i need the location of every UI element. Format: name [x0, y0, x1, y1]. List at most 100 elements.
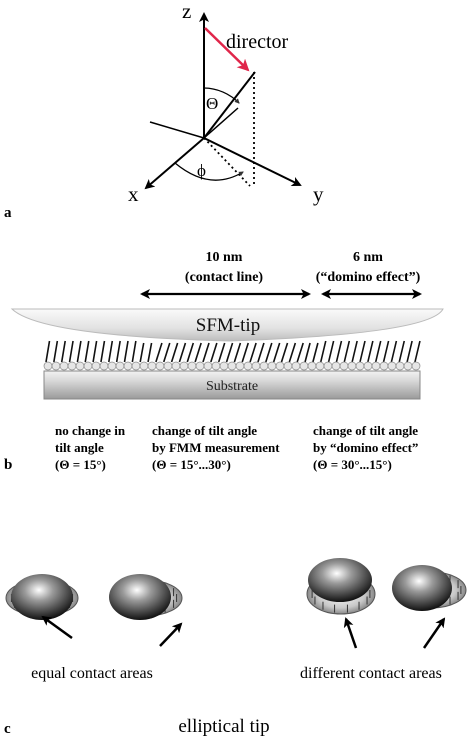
- molecule-stroke: [233, 342, 242, 363]
- substrate-bead: [99, 361, 109, 371]
- panel-a-label: a: [4, 205, 12, 221]
- molecule-stroke: [155, 342, 163, 363]
- substrate-bead: [275, 361, 285, 371]
- molecule-stroke: [60, 340, 66, 363]
- substrate-bead: [323, 361, 333, 371]
- molecule-stroke: [241, 342, 250, 363]
- substrate-bead: [107, 361, 117, 371]
- substrate-bead: [395, 361, 405, 371]
- molecule-stroke: [398, 340, 406, 363]
- molecule-stroke: [382, 340, 390, 363]
- molecule-stroke: [108, 340, 114, 363]
- substrate-bead: [299, 361, 309, 371]
- molecule-stroke: [68, 340, 74, 363]
- note-1-line-1: no change in: [55, 423, 126, 438]
- molecule-stroke: [225, 342, 234, 363]
- substrate-bead: [331, 361, 341, 371]
- substrate-bead: [163, 361, 173, 371]
- note-3-line-2: by “domino effect”: [313, 440, 418, 455]
- molecule-stroke: [53, 340, 59, 363]
- substrate-bead: [291, 361, 301, 371]
- note-2-line-3: (Θ = 15°...30°): [152, 457, 231, 472]
- projection-horizontal: [203, 137, 251, 187]
- substrate-block: [43, 370, 421, 400]
- tip-sphere-3: [308, 558, 372, 602]
- substrate-bead: [59, 361, 69, 371]
- director-vector: [203, 71, 256, 139]
- pointer-arrow-right-2: [422, 617, 446, 649]
- molecule-stroke: [45, 340, 51, 363]
- substrate-bead: [171, 361, 181, 371]
- molecule-stroke: [202, 342, 210, 363]
- molecule-stroke: [139, 342, 145, 363]
- panel-c-label: c: [4, 721, 11, 737]
- molecule-stroke: [217, 342, 226, 363]
- note-1-line-2: tilt angle: [55, 440, 104, 455]
- substrate-bead: [235, 361, 245, 371]
- molecule-stroke: [367, 340, 374, 363]
- molecule-stroke: [296, 342, 304, 363]
- molecule-stroke: [186, 342, 195, 363]
- phi-symbol: ϕ: [197, 161, 206, 180]
- note-2-line-2: by FMM measurement: [152, 440, 280, 455]
- panel-a-coordinate-diagram: [144, 12, 302, 190]
- substrate-bead: [243, 361, 253, 371]
- substrate-bead: [43, 361, 53, 371]
- y-axis-negative: [149, 121, 205, 139]
- pointer-arrow-right-1: [343, 617, 358, 649]
- substrate-bead: [139, 361, 149, 371]
- molecule-stroke: [123, 340, 129, 363]
- different-contact-tip-1: [306, 558, 376, 615]
- molecule-stroke: [304, 342, 311, 363]
- tilted-molecule-layer: [45, 340, 421, 363]
- note-fmm-measurement: change of tilt angle by FMM measurement …: [152, 423, 280, 472]
- note-2-line-1: change of tilt angle: [152, 423, 257, 438]
- molecule-stroke: [359, 340, 366, 363]
- bottom-caption: elliptical tip: [178, 716, 269, 737]
- dim-left-caption: (contact line): [185, 270, 263, 285]
- molecule-stroke: [210, 342, 218, 363]
- molecule-stroke: [76, 340, 82, 363]
- dim-left-value: 10 nm: [206, 250, 243, 265]
- substrate-bead: [75, 361, 85, 371]
- substrate-bead: [115, 361, 125, 371]
- molecule-stroke: [374, 340, 382, 363]
- x-axis-negative: [203, 107, 239, 139]
- molecule-stroke: [414, 340, 421, 363]
- equal-contact-tip-1: [5, 574, 79, 620]
- molecule-stroke: [115, 340, 121, 363]
- dim-right-caption: (“domino effect”): [316, 270, 421, 285]
- molecule-stroke: [288, 342, 297, 363]
- director-label: director: [226, 31, 289, 53]
- molecule-stroke: [194, 342, 202, 363]
- substrate-bead-row: [43, 361, 421, 371]
- axis-x-label: x: [128, 182, 139, 206]
- note-domino-effect: change of tilt angle by “domino effect” …: [313, 423, 418, 472]
- tip-sphere-1: [11, 574, 73, 620]
- molecule-stroke: [351, 340, 358, 363]
- right-tip-pair: [306, 558, 467, 649]
- molecule-stroke: [84, 340, 90, 363]
- phi-arc: [174, 162, 244, 181]
- sfm-tip: [10, 308, 444, 342]
- dim-right-value: 6 nm: [353, 250, 383, 265]
- pointer-arrow-left-1: [41, 615, 73, 640]
- note-3-line-1: change of tilt angle: [313, 423, 418, 438]
- theta-arc: [203, 87, 240, 104]
- tip-sphere-4: [392, 565, 452, 611]
- right-caption: different contact areas: [300, 665, 442, 682]
- molecule-stroke: [162, 342, 171, 363]
- substrate-bead: [411, 361, 421, 371]
- axis-z-label: z: [182, 0, 191, 23]
- tip-sphere-2: [109, 574, 171, 620]
- molecule-stroke: [272, 342, 281, 363]
- pointer-arrow-left-2: [159, 622, 183, 647]
- molecule-stroke: [131, 340, 137, 363]
- substrate-bead: [203, 361, 213, 371]
- tip-label: SFM-tip: [196, 315, 260, 336]
- substrate-bead: [187, 361, 197, 371]
- molecule-stroke: [92, 340, 98, 363]
- substrate-bead: [387, 361, 397, 371]
- substrate-bead: [315, 361, 325, 371]
